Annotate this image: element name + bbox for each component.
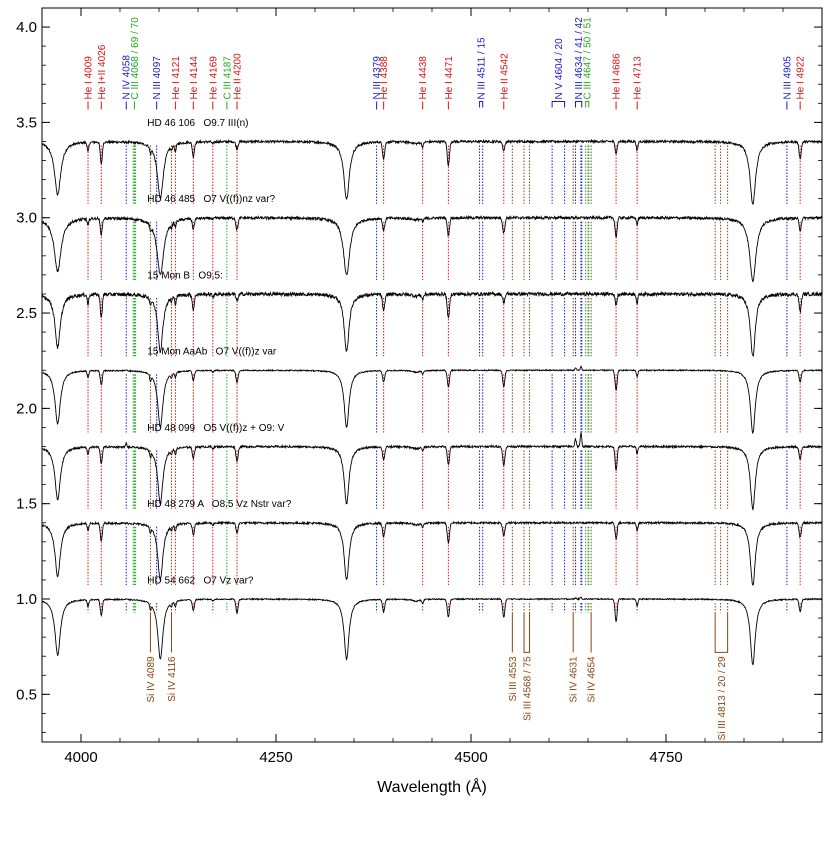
line-id-si-iv-4116-label: Si IV 4116 — [167, 656, 178, 702]
line-id-si-iii-4813-20-29-label: Si III 4813 / 20 / 29 — [717, 656, 728, 740]
x-tick-label: 4750 — [649, 749, 682, 766]
spectrum-hd-54-662-o7-vz-var — [42, 596, 823, 666]
line-id-he-i-4922-label: He I 4922 — [796, 56, 807, 100]
x-tick-label: 4500 — [454, 749, 487, 766]
line-id-c-iii-4068-69-70-label: C III 4068 / 69 / 70 — [130, 17, 141, 100]
line-id-c-iii-4187-label: C III 4187 — [222, 56, 233, 100]
y-tick-label: 1.0 — [16, 591, 37, 608]
line-id-he-ii-4686-label: He II 4686 — [612, 53, 623, 100]
star-label-15-mon-b-o9-5: 15 Mon B O9.5: — [147, 270, 223, 281]
line-id-he-i-4121-label: He I 4121 — [171, 56, 182, 100]
line-id-si-iii-4568-75-bracket — [523, 612, 530, 653]
line-id-he-i-4144-label: He I 4144 — [189, 56, 200, 100]
y-tick-label: 2.0 — [16, 400, 37, 417]
y-axis: 0.5 1.0 1.5 2.0 2.5 3.0 3.5 4.0 — [16, 19, 822, 733]
star-label-hd-46-485-o7-v-f-nz-var: HD 46 485 O7 V((f))nz var? — [147, 194, 275, 205]
line-id-he-ii-4200-label: He II 4200 — [233, 53, 244, 100]
x-axis-title: Wavelength (Å) — [377, 777, 487, 796]
y-tick-label: 1.5 — [16, 496, 37, 513]
line-id-c-iii-4647-50-51-bracket — [585, 101, 590, 108]
spectra-series — [41, 138, 823, 666]
line-id-n-iii-4379-label: N III 4379 — [372, 56, 383, 100]
spectrum-hd-48-279-a-o8-5-vz-nstr-var — [41, 520, 823, 586]
line-id-n-v-4604-20-label: N V 4604 / 20 — [554, 38, 565, 100]
y-tick-label: 4.0 — [16, 19, 37, 36]
line-id-n-iii-4511-15-label: N III 4511 / 15 — [477, 37, 488, 100]
star-label-hd-48-279-a-o8-5-vz-nstr-var: HD 48 279 A O8.5 Vz Nstr var? — [147, 499, 291, 510]
line-id-n-iii-4511-15-bracket — [479, 101, 484, 108]
line-id-si-iii-4813-20-29-bracket — [714, 612, 729, 653]
line-id-he-ii-4542-label: He II 4542 — [499, 53, 510, 100]
star-label-hd-46-106-o9-7-iii-n: HD 46 106 O9.7 III(n) — [147, 118, 248, 129]
line-id-he-i-4009-label: He I 4009 — [84, 56, 95, 100]
star-label-hd-54-662-o7-vz-var: HD 54 662 O7 Vz var? — [147, 575, 254, 586]
star-labels: HD 46 106 O9.7 III(n) HD 46 485 O7 V((f))… — [147, 118, 291, 587]
star-label-15-mon-aaab-o7-v-f-z-var: 15 Mon AaAb O7 V((f))z var — [147, 347, 277, 358]
line-id-si-iv-4089-label: Si IV 4089 — [146, 656, 157, 703]
line-id-he-i-4169-label: He I 4169 — [208, 56, 219, 100]
y-tick-label: 3.5 — [16, 114, 37, 131]
line-id-n-iv-4058-label: N IV 4058 — [122, 55, 133, 100]
spectrum-hd-48-099-o5-v-f-z-o9-v — [41, 431, 823, 511]
line-id-si-iii-4568-75-label: Si III 4568 / 75 — [522, 656, 533, 721]
line-id-si-iii-4553-label: Si III 4553 — [508, 656, 519, 701]
line-id-he-i-4471-label: He I 4471 — [444, 56, 455, 100]
line-id-he-i-4713-label: He I 4713 — [633, 56, 644, 100]
spectrum-hd-46-485-o7-v-f-nz-var — [41, 214, 823, 283]
line-id-n-iii-4905-label: N III 4905 — [782, 56, 793, 100]
line-id-si-iv-4631-label: Si IV 4631 — [569, 656, 580, 703]
x-tick-label: 4250 — [259, 749, 292, 766]
line-id-c-iii-4647-50-51-label: C III 4647 / 50 / 51 — [583, 17, 594, 100]
line-id-he-i-ii-4026-label: He I+II 4026 — [97, 44, 108, 99]
line-id-he-i-4388-label: He I 4388 — [379, 56, 390, 100]
x-tick-label: 4000 — [64, 749, 97, 766]
line-id-n-iii-4097-label: N III 4097 — [152, 56, 163, 100]
line-id-n-iii-4634-41-42-bracket — [575, 101, 583, 108]
star-label-hd-48-099-o5-v-f-z-o9-v: HD 48 099 O5 V((f))z + O9: V — [147, 423, 284, 434]
y-tick-label: 3.0 — [16, 210, 37, 227]
y-tick-label: 0.5 — [16, 686, 37, 703]
spectrum-15-mon-b-o9-5 — [41, 290, 823, 358]
spectrum-15-mon-aaab-o7-v-f-z-var — [41, 365, 823, 435]
x-axis: 4000 4250 4500 4750 — [41, 8, 823, 766]
line-id-si-iv-4654-label: Si IV 4654 — [587, 656, 598, 703]
y-tick-label: 2.5 — [16, 305, 37, 322]
line-id-he-i-4438-label: He I 4438 — [418, 56, 429, 100]
line-id-n-v-4604-20-bracket — [551, 101, 566, 108]
line-id-n-iii-4634-41-42-label: N III 4634 / 41 / 42 — [574, 17, 585, 100]
spectrum-hd-46-106-o9-7-iii-n — [41, 138, 823, 205]
